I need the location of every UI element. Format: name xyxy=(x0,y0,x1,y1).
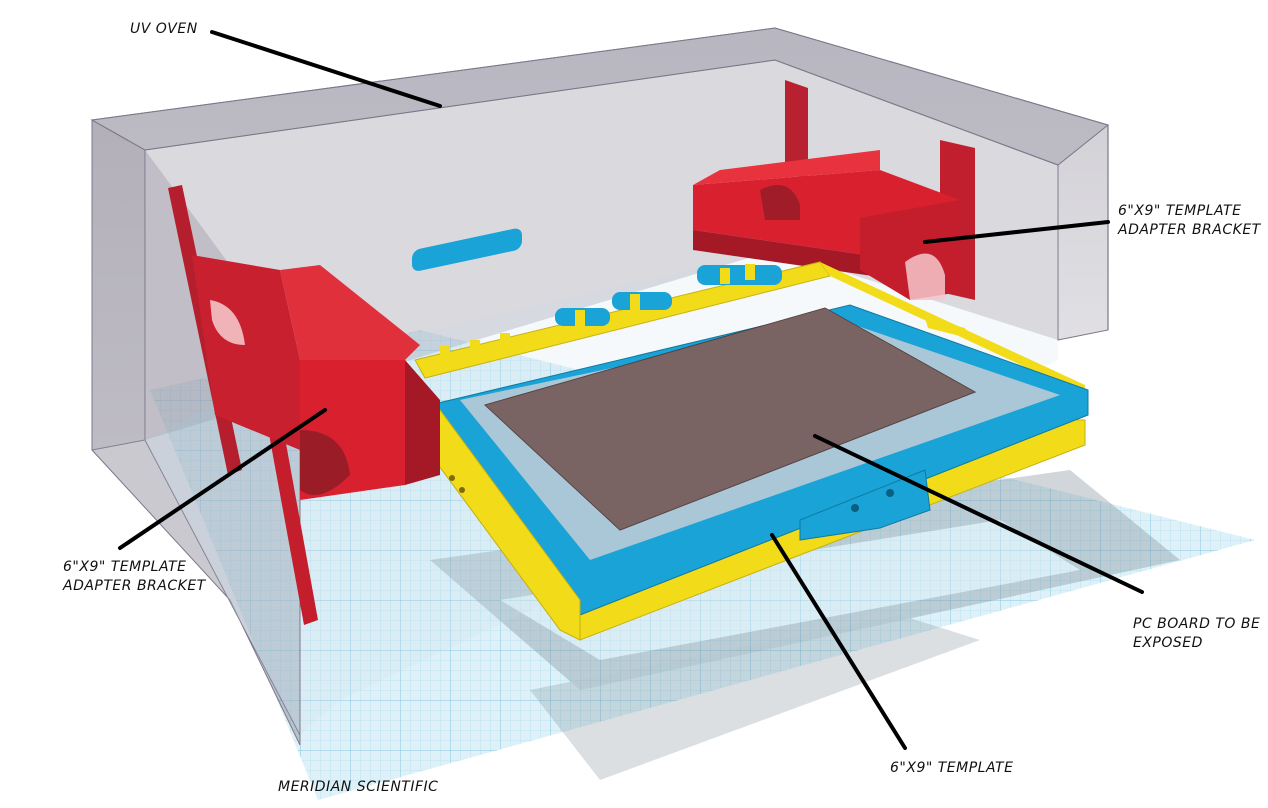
label-bracket-right-line1: 6"X9" TEMPLATE xyxy=(1118,203,1242,219)
label-pc-board-line2: EXPOSED xyxy=(1133,635,1203,651)
hinge-knuckles xyxy=(412,228,782,364)
label-bracket-left-line2: ADAPTER BRACKET xyxy=(63,578,206,594)
leader-bracket-right xyxy=(923,220,1110,244)
pc-board xyxy=(484,307,977,531)
label-bracket-left: 6"X9" TEMPLATE ADAPTER BRACKET xyxy=(63,558,206,596)
label-pc-board: PC BOARD TO BE EXPOSED xyxy=(1133,615,1260,653)
leader-uv-oven xyxy=(210,30,442,108)
left-adapter-bracket xyxy=(168,185,440,625)
label-template: 6"X9" TEMPLATE xyxy=(890,760,1014,776)
credit-meridian-scientific: MERIDIAN SCIENTIFIC xyxy=(278,779,439,795)
right-adapter-bracket xyxy=(693,80,975,300)
leader-bracket-left xyxy=(118,408,327,550)
label-pc-board-line1: PC BOARD TO BE xyxy=(1133,616,1261,632)
template-shadow xyxy=(430,470,1180,780)
label-bracket-left-line1: 6"X9" TEMPLATE xyxy=(63,559,187,575)
leader-pc-board xyxy=(813,434,1144,594)
label-bracket-right-line2: ADAPTER BRACKET xyxy=(1118,222,1261,238)
label-uv-oven: UV OVEN xyxy=(130,21,198,37)
leader-template xyxy=(770,533,907,750)
label-bracket-right: 6"X9" TEMPLATE ADAPTER BRACKET xyxy=(1118,202,1261,240)
leader-lines xyxy=(118,30,1144,750)
